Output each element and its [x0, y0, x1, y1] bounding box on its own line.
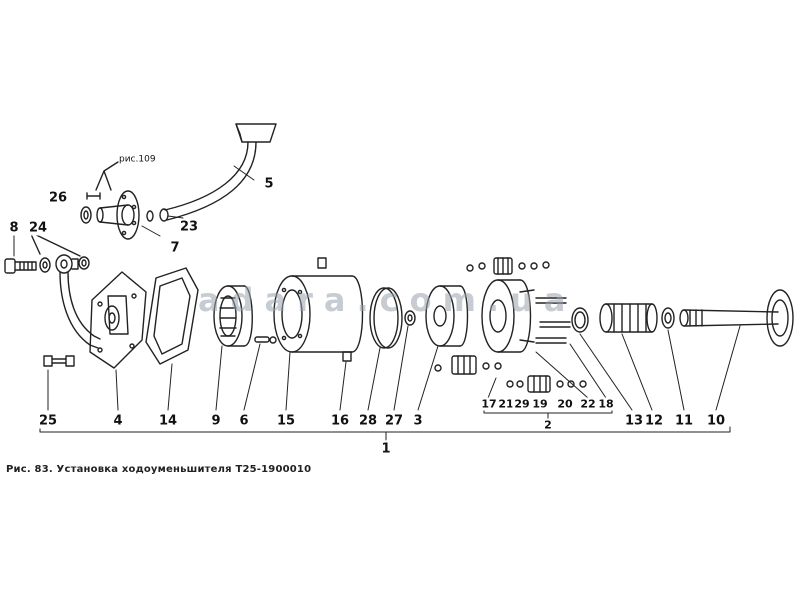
part-satellite-upper: [466, 257, 550, 275]
part-24-washer: [29, 231, 90, 273]
callout-28: 28: [356, 413, 380, 429]
part-11-washer: [661, 307, 675, 329]
part-satellite-set: [506, 375, 587, 393]
callout-14: 14: [156, 413, 180, 429]
part-25-bolt: [43, 355, 75, 367]
callout-16: 16: [328, 413, 352, 429]
callout-10: 10: [704, 413, 728, 429]
part-4-cover: [89, 271, 147, 369]
part-pipe-fitting: [55, 254, 101, 349]
part-3-gear: [425, 285, 469, 347]
callout-19: 19: [530, 397, 550, 411]
part-5-oil-pipe: [159, 123, 277, 222]
reference-note: рис.109: [119, 154, 156, 165]
callout-17: 17: [479, 397, 499, 411]
part-satellite-lower: [434, 355, 502, 375]
callout-1: 1: [379, 441, 393, 457]
callout-13: 13: [622, 413, 646, 429]
watermark: adara.com.ua: [198, 281, 577, 319]
callout-7: 7: [168, 240, 182, 256]
callout-6: 6: [237, 413, 251, 429]
part-10-shaft: [679, 289, 794, 347]
callout-20: 20: [555, 397, 575, 411]
part-28-snap-ring: [369, 287, 403, 349]
part-16-plug: [342, 351, 352, 362]
callout-15: 15: [274, 413, 298, 429]
part-13-ring: [571, 307, 589, 333]
callout-11: 11: [672, 413, 696, 429]
callout-18: 18: [596, 397, 616, 411]
part-axle-pins: [535, 297, 571, 344]
callout-2: 2: [542, 418, 554, 432]
part-8-bolt: [4, 258, 37, 274]
callout-8: 8: [7, 220, 21, 236]
callout-22: 22: [578, 397, 598, 411]
callout-23: 23: [177, 219, 201, 235]
callout-12: 12: [642, 413, 666, 429]
callout-29: 29: [512, 397, 532, 411]
part-15-housing: [273, 257, 364, 353]
callout-4: 4: [111, 413, 125, 429]
callout-26: 26: [46, 190, 70, 206]
figure-caption: Рис. 83. Установка ходоуменьшителя Т25-1…: [6, 464, 312, 475]
callout-3: 3: [411, 413, 425, 429]
part-9-ring-gear: [213, 285, 253, 347]
callout-21: 21: [496, 397, 516, 411]
part-2-planet-carrier: [481, 279, 535, 353]
part-26-ring: [80, 161, 119, 224]
callout-24: 24: [26, 220, 50, 236]
leader-lines: [13, 165, 741, 441]
callout-9: 9: [209, 413, 223, 429]
part-12-splined-shaft: [599, 303, 658, 333]
part-6-pin: [254, 336, 277, 344]
callout-25: 25: [36, 413, 60, 429]
part-7-flange: [96, 190, 154, 240]
callout-5: 5: [262, 176, 276, 192]
part-27-ring: [404, 310, 416, 326]
part-14-gasket: [145, 267, 199, 365]
callout-27: 27: [382, 413, 406, 429]
